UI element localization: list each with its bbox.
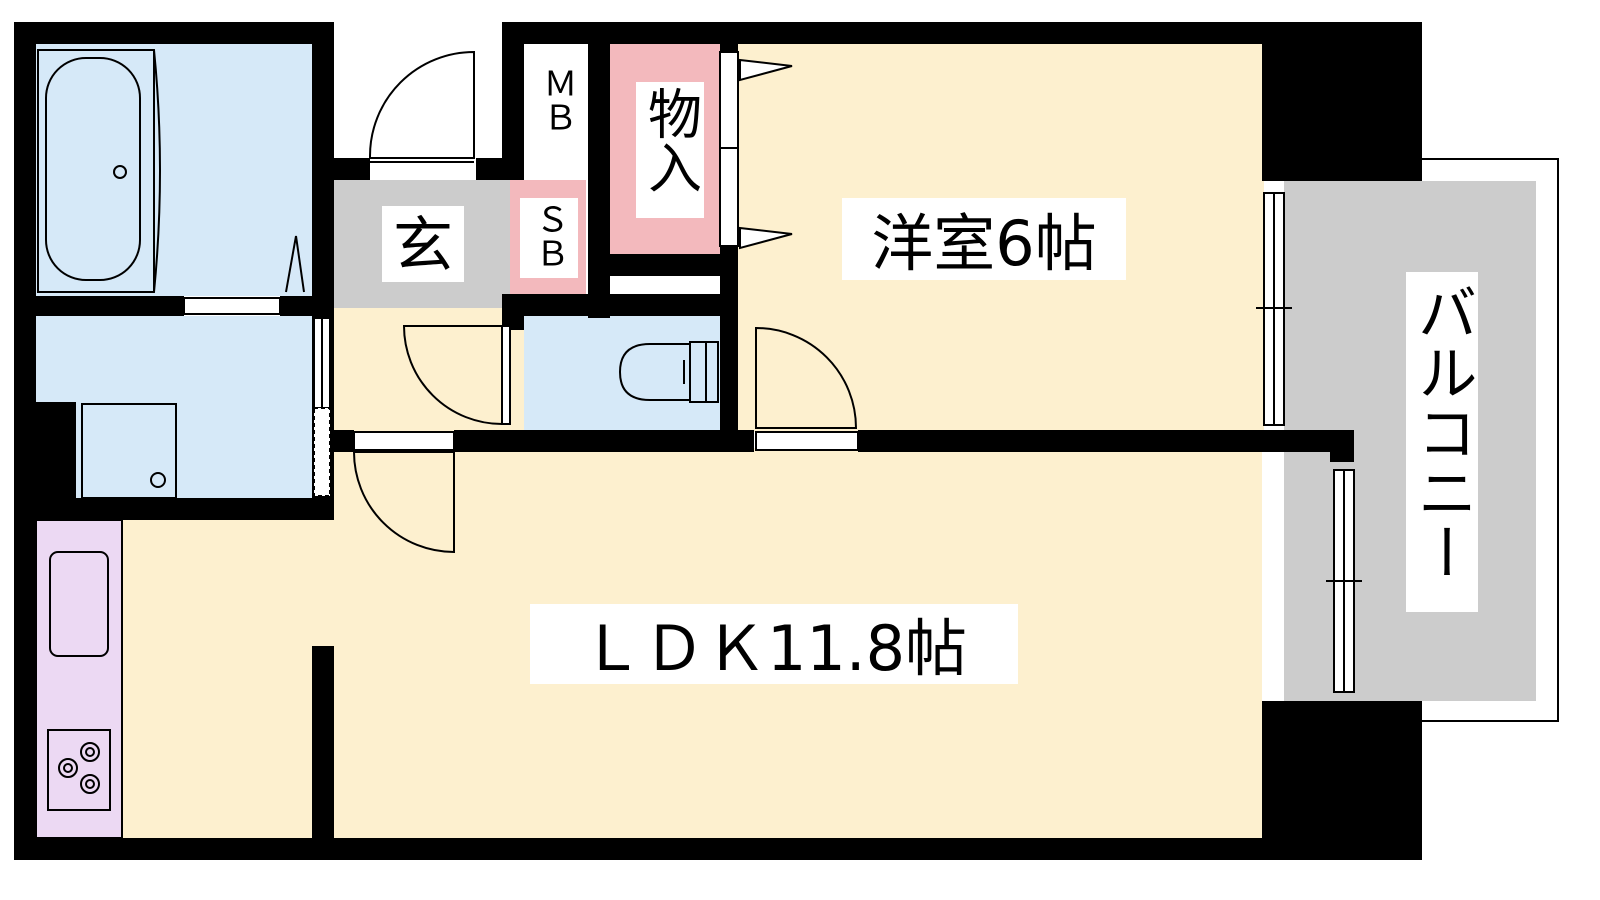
wall-right-lower xyxy=(1262,701,1422,860)
wall-sb-bottom xyxy=(502,294,738,316)
wall-storage-bottom xyxy=(600,254,738,276)
shower-icon xyxy=(285,235,305,293)
label-storage: 物入 xyxy=(639,86,702,194)
door-ldk xyxy=(352,451,455,554)
door-entrance xyxy=(369,50,475,159)
doors xyxy=(352,50,859,554)
bathtub-basin xyxy=(45,57,141,281)
label-ldk: ＬＤＫ11.8帖 xyxy=(581,612,967,685)
wall-bottom xyxy=(14,838,1422,860)
wall-left xyxy=(14,22,36,860)
wall-wash-bottom xyxy=(14,498,334,520)
door-toilet xyxy=(402,325,503,426)
bathroom-floor xyxy=(36,44,312,296)
wall-storage-right xyxy=(720,22,738,52)
stove-icon xyxy=(47,729,111,811)
label-meter-box: ＭＢ xyxy=(537,66,577,134)
opening-bath xyxy=(183,297,281,315)
door-western xyxy=(755,326,858,429)
wall-mb-right xyxy=(588,22,610,318)
label-balcony: バルコニー xyxy=(1407,282,1477,582)
wall-ldk-top-left xyxy=(334,430,354,452)
wall-storage-right2 xyxy=(720,246,738,436)
wall-entrance-top xyxy=(334,158,370,180)
wall-bath-bottom2 xyxy=(280,296,312,316)
wall-bath-bottom xyxy=(36,296,184,316)
wall-top-left xyxy=(14,22,334,44)
toilet-floor xyxy=(524,316,720,430)
label-entrance: 玄 xyxy=(393,211,453,281)
wall-toilet-left xyxy=(502,294,524,330)
wall-wash-stub xyxy=(36,402,76,498)
walls xyxy=(14,22,1422,860)
ldk-kitchen-floor xyxy=(122,520,336,838)
wall-ldk-partition xyxy=(312,646,334,838)
toilet-icon xyxy=(618,343,691,401)
washing-machine-icon xyxy=(81,403,177,499)
fixtures xyxy=(37,49,719,811)
label-shoe-box: ＳＢ xyxy=(529,202,569,270)
sliding-door-washroom xyxy=(313,407,331,497)
wall-right-upper xyxy=(1262,22,1422,181)
room-labels: 洋室6帖 ＬＤＫ11.8帖 玄 物入 ＭＢ ＳＢ バルコニー xyxy=(382,62,1478,685)
sink-icon xyxy=(49,551,109,657)
label-western-room: 洋室6帖 xyxy=(871,207,1096,280)
wall-ldk-top xyxy=(454,430,754,452)
windows xyxy=(183,192,1362,693)
wall-western-bottom xyxy=(858,430,1354,452)
wall-mb-left xyxy=(502,22,524,180)
